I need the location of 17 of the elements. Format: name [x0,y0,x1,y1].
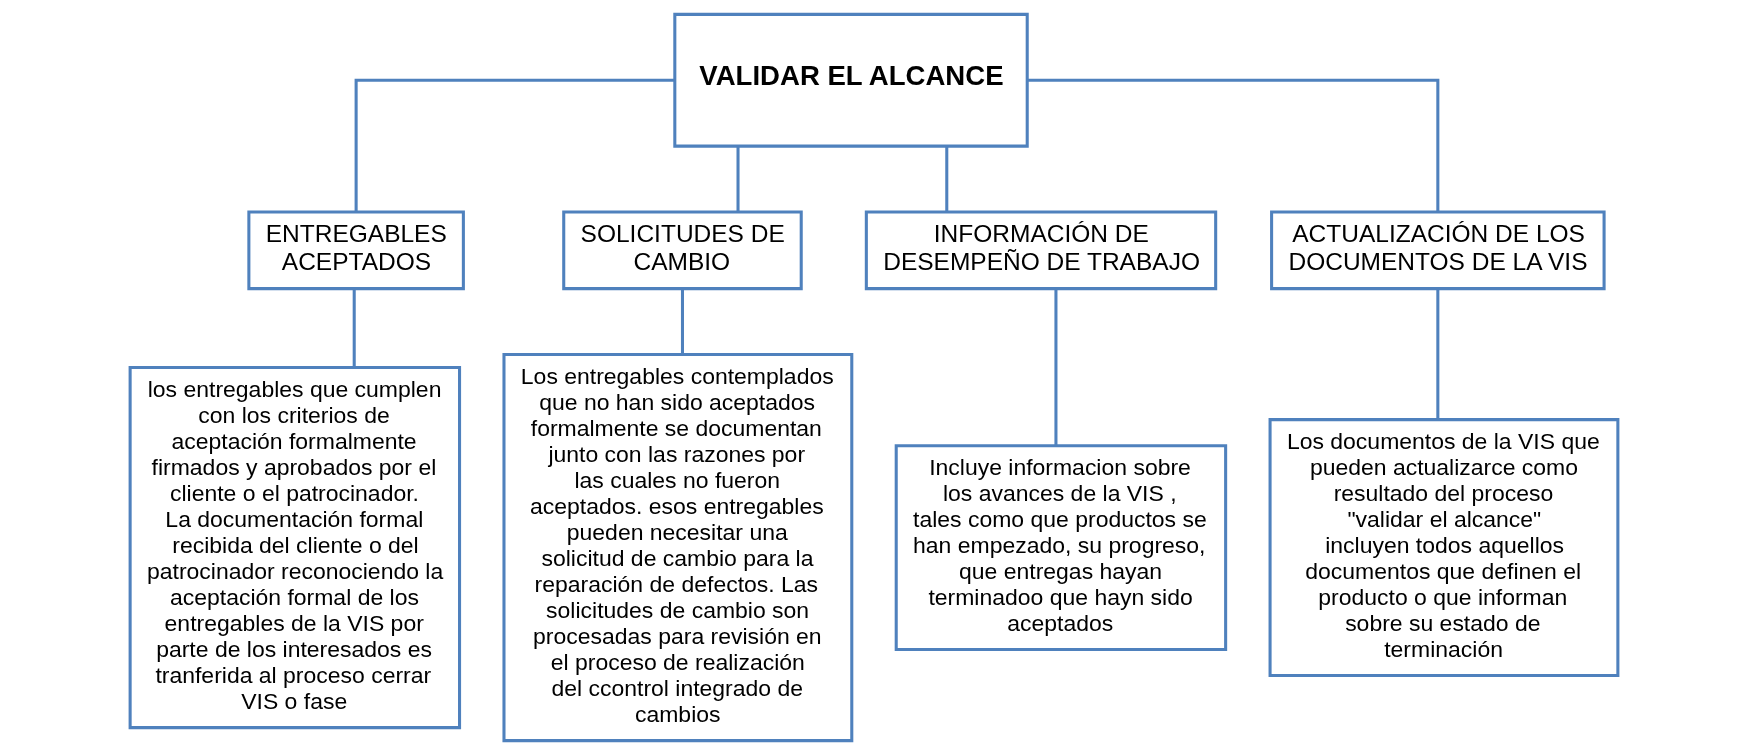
node-box: SOLICITUDES DE CAMBIO [561,210,803,291]
node-box: INFORMACIÓN DE DESEMPEÑO DE TRABAJO [864,210,1217,291]
connector [1027,78,1439,212]
connector [736,146,740,213]
node-box: VALIDAR EL ALCANCE [672,12,1029,148]
connector [944,146,948,213]
node-box: Los entregables contemplados que no han sido aceptados formalmente se documentan junto con las razones por las cuales no fueron aceptados. esos entregables pueden necesitar una solicitud de cambio para la reparación de defectos. Las solicitudes de cambio son procesadas para revisión en el proceso de realización del ccontrol integrado de cambios [501,353,853,743]
connector [680,289,684,355]
node-box: Los documentos de la VIS que pueden actualizarce como resultado del proceso "validar el alcance" incluyen todos aquellos documentos que definen el producto o que informan sobre su estado de terminación [1268,418,1619,678]
node-box: ACTUALIZACIÓN DE LOS DOCUMENTOS DE LA VIS [1269,210,1606,291]
node-box: ENTREGABLES ACEPTADOS [246,210,465,291]
connector [1435,289,1439,420]
node-box: los entregables que cumplen con los criterios de aceptación formalmente firmados y aprobados por el cliente o el patrocinador. La documentación formal recibida del cliente o del patrocinador reconociendo la aceptación formal de los entregables de la VIS por parte de los interesados es tranferida al proceso cerrar VIS o fase [128,366,461,730]
node-box: Incluye informacion sobre los avances de la VIS , tales como que productos se han empezado, su progreso, que entregas hayan terminadoo que hayn sido aceptados [894,444,1227,651]
connector [352,289,356,368]
connector [1053,289,1057,446]
connector [354,78,674,212]
